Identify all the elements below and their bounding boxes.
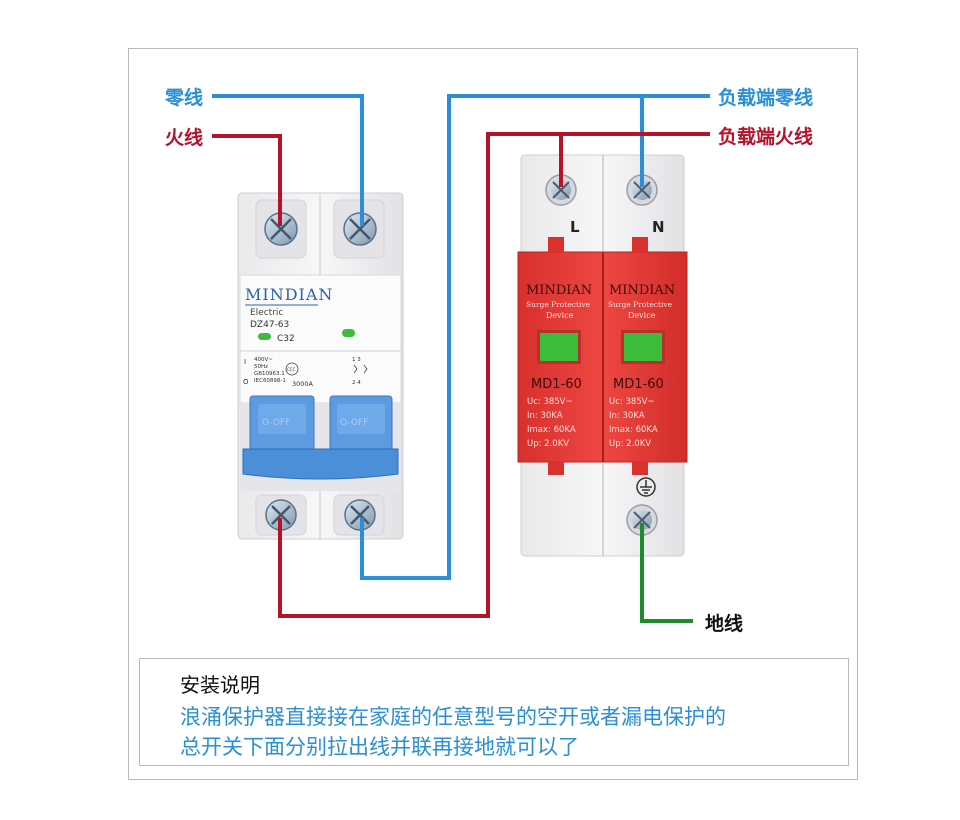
installation-notes: 安装说明 浪涌保护器直接接在家庭的任意型号的空开或者漏电保护的 总开关下面分别拉… — [139, 658, 849, 766]
wire-ground — [640, 523, 693, 623]
ground-icon — [636, 477, 656, 497]
label-live: 火线 — [165, 127, 204, 149]
label-neutral: 零线 — [165, 87, 204, 109]
breaker-symbol-off: O — [243, 378, 249, 386]
spd-terminal-l: L — [570, 218, 580, 236]
breaker-brand-sub: Electric — [250, 308, 283, 318]
breaker-switch-label-2: O-OFF — [340, 418, 368, 428]
spd-terminal-n: N — [652, 218, 665, 236]
spd-uc-l: Uc: 385V~ — [527, 397, 573, 407]
spd-in-n: In: 30KA — [609, 411, 645, 421]
spd-subtitle-1-l: Surge Protective — [526, 300, 591, 309]
breaker-indicator-left — [258, 333, 271, 340]
spd-up-n: Up: 2.0KV — [609, 439, 651, 449]
breaker-spec-2: 50Hz — [254, 364, 268, 370]
breaker-toggle-handle[interactable] — [242, 395, 399, 480]
breaker-switch-label-1: O-OFF — [262, 418, 290, 428]
breaker-screw-bottom-right — [344, 499, 376, 531]
spd-model-n: MD1-60 — [613, 377, 664, 392]
breaker-pole-bottom: 2 4 — [352, 380, 361, 386]
breaker-cert: CCC — [287, 367, 296, 372]
spd-screw-n — [626, 174, 658, 206]
spd-brand-l: MINDIAN — [526, 283, 592, 298]
spd-subtitle-1-n: Surge Protective — [608, 300, 673, 309]
notes-line-2: 总开关下面分别拉出线并联再接地就可以了 — [180, 735, 579, 759]
breaker-screw-top-left — [264, 212, 298, 246]
wire-neutral-load — [360, 94, 710, 580]
breaker-model: DZ47-63 — [250, 320, 289, 330]
breaker-rating: C32 — [277, 334, 295, 344]
label-load-live: 负载端火线 — [718, 126, 814, 148]
breaker-pole-top: 1 3 — [352, 357, 361, 363]
breaker-capacity: 3000A — [292, 380, 314, 388]
pole-diagram-icon — [353, 364, 368, 374]
spd-subtitle-2-l: Device — [546, 311, 574, 320]
spd-imax-n: Imax: 60KA — [609, 425, 658, 435]
wire-neutral-in — [212, 94, 364, 226]
spd-imax-l: Imax: 60KA — [527, 425, 576, 435]
notes-line-1: 浪涌保护器直接接在家庭的任意型号的空开或者漏电保护的 — [180, 705, 726, 729]
breaker-screw-bottom-left — [265, 499, 297, 531]
breaker-brand: MINDIAN — [245, 285, 333, 304]
breaker-screw-top-right — [343, 212, 377, 246]
spd-screw-ground — [626, 504, 658, 536]
spd-up-l: Up: 2.0KV — [527, 439, 569, 449]
breaker-symbol-on: I — [244, 358, 246, 366]
breaker-indicator-right — [342, 329, 355, 337]
label-load-neutral: 负载端零线 — [718, 87, 814, 109]
spd-in-l: In: 30KA — [527, 411, 563, 421]
spd-model-l: MD1-60 — [531, 377, 582, 392]
wire-live-in — [212, 134, 282, 226]
label-ground: 地线 — [705, 613, 744, 635]
breaker-spec-4: IEC60898-1 — [254, 378, 286, 384]
notes-title: 安装说明 — [180, 673, 260, 697]
breaker-spec-1: 400V~ — [254, 357, 273, 363]
ccc-mark-icon — [285, 362, 299, 376]
surge-protector — [517, 154, 688, 557]
spd-subtitle-2-n: Device — [628, 311, 656, 320]
spd-brand-n: MINDIAN — [609, 283, 675, 298]
breaker-spec-3: GB10963.1 — [254, 371, 285, 377]
spd-uc-n: Uc: 385V~ — [609, 397, 655, 407]
